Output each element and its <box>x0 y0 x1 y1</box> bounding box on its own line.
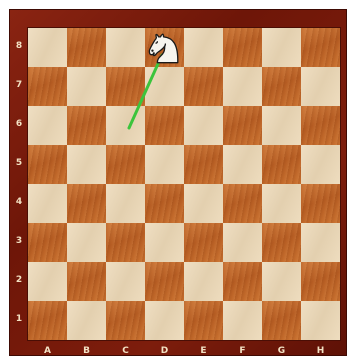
square-g4[interactable] <box>262 184 301 223</box>
file-label-a: A <box>28 346 67 356</box>
square-a4[interactable] <box>28 184 67 223</box>
square-c3[interactable] <box>106 223 145 262</box>
file-label-g: G <box>262 346 301 356</box>
rank-label-7: 7 <box>14 80 24 90</box>
square-d2[interactable] <box>145 262 184 301</box>
file-label-d: D <box>145 346 184 356</box>
square-a7[interactable] <box>28 67 67 106</box>
rank-label-8: 8 <box>14 41 24 51</box>
square-b5[interactable] <box>67 145 106 184</box>
square-c4[interactable] <box>106 184 145 223</box>
square-g7[interactable] <box>262 67 301 106</box>
square-a6[interactable] <box>28 106 67 145</box>
square-a5[interactable] <box>28 145 67 184</box>
square-g6[interactable] <box>262 106 301 145</box>
square-g5[interactable] <box>262 145 301 184</box>
file-label-f: F <box>223 346 262 356</box>
square-e5[interactable] <box>184 145 223 184</box>
square-b2[interactable] <box>67 262 106 301</box>
square-h4[interactable] <box>301 184 340 223</box>
square-e6[interactable] <box>184 106 223 145</box>
square-g1[interactable] <box>262 301 301 340</box>
square-e7[interactable] <box>184 67 223 106</box>
square-d5[interactable] <box>145 145 184 184</box>
square-d7[interactable] <box>145 67 184 106</box>
square-h3[interactable] <box>301 223 340 262</box>
square-a8[interactable] <box>28 28 67 67</box>
square-f4[interactable] <box>223 184 262 223</box>
chess-board[interactable] <box>28 28 340 340</box>
rank-label-5: 5 <box>14 158 24 168</box>
white-knight-piece[interactable] <box>144 28 184 68</box>
square-g8[interactable] <box>262 28 301 67</box>
square-e8[interactable] <box>184 28 223 67</box>
square-h5[interactable] <box>301 145 340 184</box>
file-label-c: C <box>106 346 145 356</box>
square-d1[interactable] <box>145 301 184 340</box>
square-b8[interactable] <box>67 28 106 67</box>
square-f6[interactable] <box>223 106 262 145</box>
rank-label-4: 4 <box>14 197 24 207</box>
knight-icon <box>149 34 177 62</box>
square-b3[interactable] <box>67 223 106 262</box>
square-b7[interactable] <box>67 67 106 106</box>
square-h8[interactable] <box>301 28 340 67</box>
square-g2[interactable] <box>262 262 301 301</box>
file-label-h: H <box>301 346 340 356</box>
square-h7[interactable] <box>301 67 340 106</box>
square-f7[interactable] <box>223 67 262 106</box>
square-e1[interactable] <box>184 301 223 340</box>
square-g3[interactable] <box>262 223 301 262</box>
square-b6[interactable] <box>67 106 106 145</box>
square-e4[interactable] <box>184 184 223 223</box>
square-h1[interactable] <box>301 301 340 340</box>
square-c6[interactable] <box>106 106 145 145</box>
file-label-e: E <box>184 346 223 356</box>
square-d6[interactable] <box>145 106 184 145</box>
square-c8[interactable] <box>106 28 145 67</box>
square-b1[interactable] <box>67 301 106 340</box>
square-d4[interactable] <box>145 184 184 223</box>
square-c2[interactable] <box>106 262 145 301</box>
square-f5[interactable] <box>223 145 262 184</box>
file-label-b: B <box>67 346 106 356</box>
square-h2[interactable] <box>301 262 340 301</box>
rank-label-6: 6 <box>14 119 24 129</box>
square-f1[interactable] <box>223 301 262 340</box>
rank-label-2: 2 <box>14 275 24 285</box>
square-f3[interactable] <box>223 223 262 262</box>
square-c1[interactable] <box>106 301 145 340</box>
square-e3[interactable] <box>184 223 223 262</box>
square-h6[interactable] <box>301 106 340 145</box>
rank-label-3: 3 <box>14 236 24 246</box>
square-c5[interactable] <box>106 145 145 184</box>
square-c7[interactable] <box>106 67 145 106</box>
square-b4[interactable] <box>67 184 106 223</box>
square-f2[interactable] <box>223 262 262 301</box>
square-e2[interactable] <box>184 262 223 301</box>
square-f8[interactable] <box>223 28 262 67</box>
rank-label-1: 1 <box>14 314 24 324</box>
square-a3[interactable] <box>28 223 67 262</box>
square-d3[interactable] <box>145 223 184 262</box>
square-a1[interactable] <box>28 301 67 340</box>
square-a2[interactable] <box>28 262 67 301</box>
